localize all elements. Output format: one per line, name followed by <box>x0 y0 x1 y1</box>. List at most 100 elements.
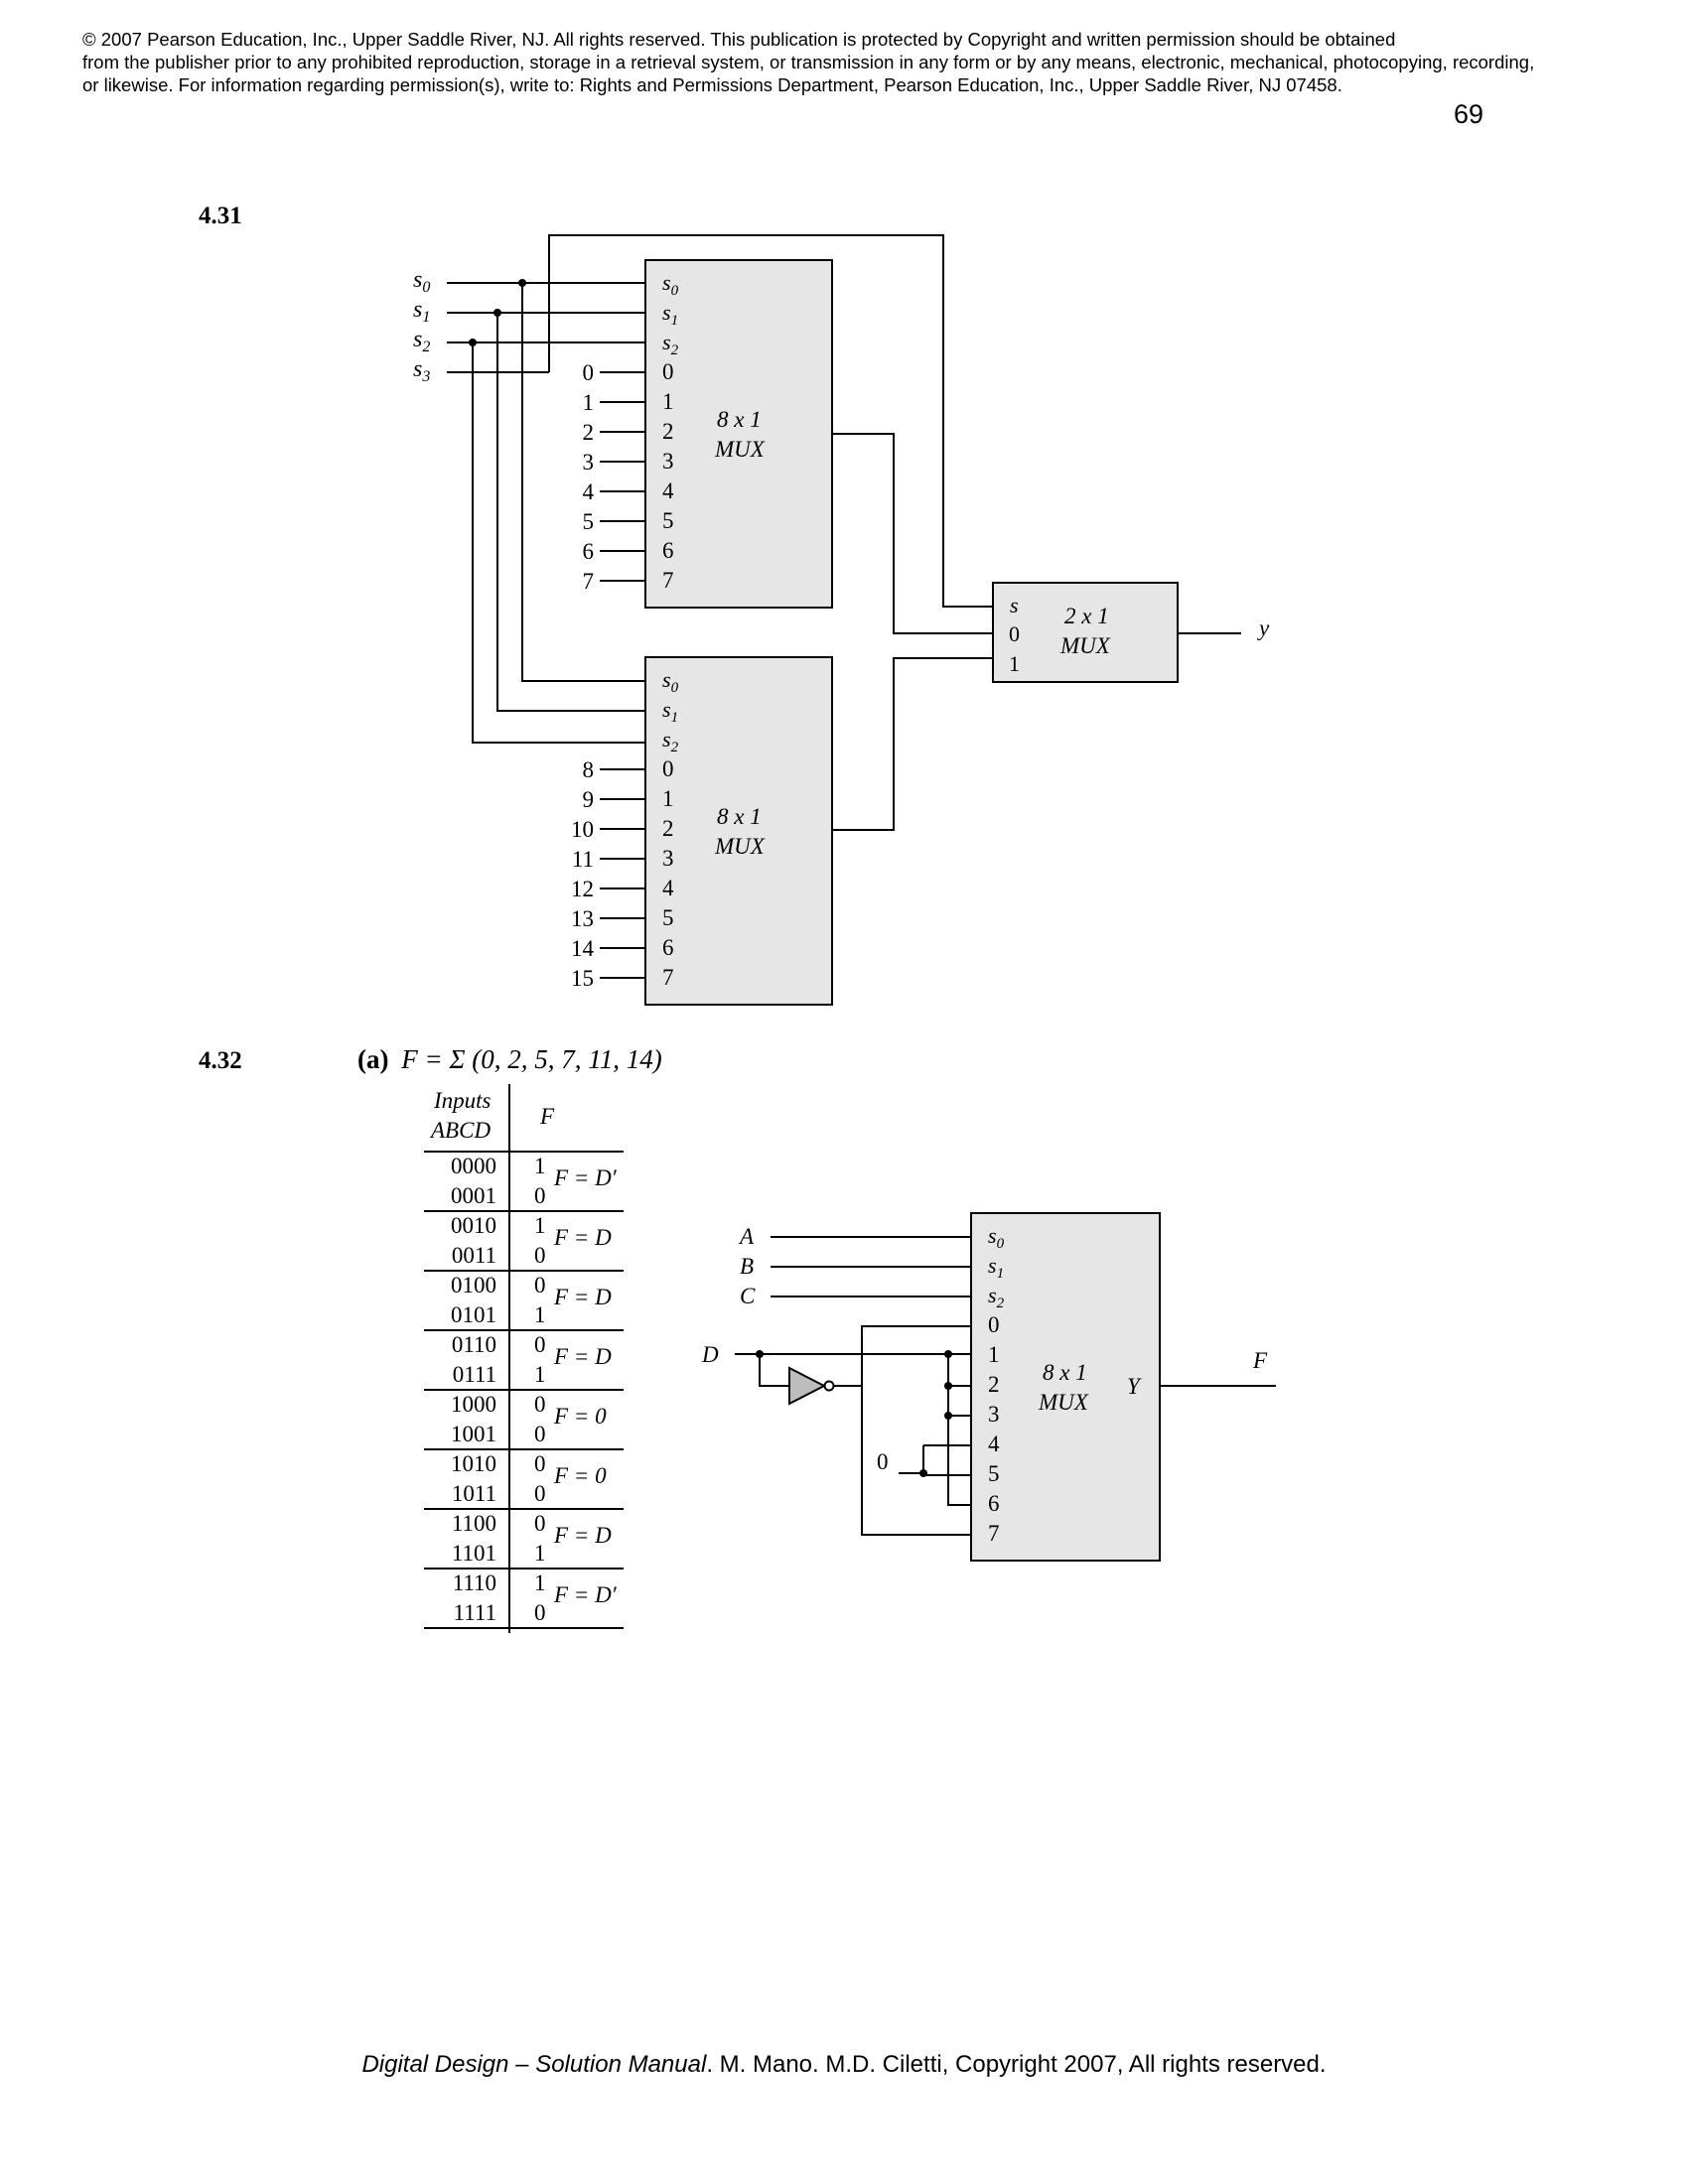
input-label-4: 12 <box>571 877 594 901</box>
mux-select-pin-s2-subscript: 2 <box>671 342 679 358</box>
mux-2x1-block <box>992 582 1179 683</box>
footer-book-title: Digital Design – Solution Manual <box>361 2051 707 2078</box>
mux-data-pin-6: 6 <box>662 935 674 960</box>
input-label-2: 2 <box>583 420 595 445</box>
table-row-inputs: 0100 <box>451 1273 496 1297</box>
mux-select-pin-s2-subscript: 2 <box>671 740 679 755</box>
mux-2x1-label-size: 2 x 1 <box>1064 604 1109 628</box>
wire-s2-bottom <box>472 342 645 744</box>
mux-data-pin-5: 5 <box>662 508 674 533</box>
output-f-label: F <box>1252 1348 1268 1373</box>
inverter-bubble <box>823 1380 835 1392</box>
part-label: (a) <box>357 1044 388 1074</box>
mux-data-pin-0: 0 <box>662 756 674 781</box>
mux-data-pin-1: 1 <box>662 389 674 414</box>
mux-select-pin-s0-subscript: 0 <box>671 283 679 299</box>
mux-select-pin-s1-letter: s <box>662 697 671 722</box>
mux-select-pin-s1-subscript: 1 <box>671 313 679 329</box>
footer-rest: . M. Mano. M.D. Ciletti, Copyright 2007,… <box>706 2051 1327 2078</box>
mux-select-pin-s0-subscript: 0 <box>671 680 679 696</box>
mux-432-label-type: MUX <box>1038 1390 1089 1415</box>
wire-s1-bottom <box>496 313 645 712</box>
mux-select-pin-s0-letter: s <box>662 667 671 692</box>
mux-select-pin-s0: s0 <box>662 270 679 299</box>
junction-dot <box>493 309 501 317</box>
mux-select-pin-s0-letter: s <box>662 270 671 295</box>
table-row-f: 1 <box>534 1570 546 1595</box>
table-row-inputs: 0001 <box>451 1183 496 1208</box>
wire-d-to-inverter <box>759 1354 789 1387</box>
table-row-inputs: 0111 <box>453 1362 496 1387</box>
copyright-line-1: © 2007 Pearson Education, Inc., Upper Sa… <box>82 29 1396 50</box>
table-row-inputs: 0101 <box>451 1302 496 1327</box>
mux-432-data-pin-5: 5 <box>988 1461 1000 1486</box>
mux-432-data-pin-7: 7 <box>988 1521 1000 1546</box>
input-label-5: 5 <box>583 509 595 534</box>
table-row-f: 0 <box>534 1481 546 1506</box>
table-row-f: 0 <box>534 1422 546 1446</box>
circuit-input-label-2: C <box>740 1284 756 1308</box>
select-label-s0-subscript: 0 <box>422 279 430 296</box>
table-row-f: 0 <box>534 1273 546 1297</box>
select-label-s1: s1 <box>413 297 430 326</box>
mux-data-pin-2: 2 <box>662 816 674 841</box>
circuit-input-label-0: A <box>738 1224 755 1249</box>
function-definition: F = Σ (0, 2, 5, 7, 11, 14) <box>400 1044 662 1074</box>
mux-432-select-pin-s2-letter: s <box>988 1283 997 1307</box>
table-pair-result: F = D <box>553 1225 612 1250</box>
mux-top-label-type: MUX <box>714 437 766 462</box>
select-label-s3-letter: s <box>413 356 422 382</box>
constant-zero-label: 0 <box>877 1449 889 1474</box>
wire-s0-bottom <box>521 283 645 682</box>
mux-select-pin-s2: s2 <box>662 330 679 358</box>
table-row-f: 1 <box>534 1213 546 1238</box>
table-row-inputs: 0110 <box>452 1332 496 1357</box>
wire-d-bus <box>947 1354 971 1506</box>
table-row-inputs: 1110 <box>453 1570 496 1595</box>
mux-data-pin-4: 4 <box>662 478 674 503</box>
mux-432-select-pin-s1-letter: s <box>988 1253 997 1278</box>
circuit-432 <box>735 1236 1276 1536</box>
inverter-gate <box>788 1366 827 1406</box>
mux-2x1-pin-0: 0 <box>1009 621 1020 646</box>
table-pair-result: F = 0 <box>553 1404 607 1429</box>
mux-bottom-block <box>644 656 833 1006</box>
page-number: 69 <box>1453 99 1483 129</box>
table-row-f: 1 <box>534 1541 546 1566</box>
wire-dprime-to-pin0 <box>861 1325 971 1386</box>
wire-s3-to-2x1 <box>548 234 993 608</box>
table-row-f: 0 <box>534 1183 546 1208</box>
table-row-f: 0 <box>534 1511 546 1536</box>
table-row-inputs: 1000 <box>451 1392 496 1417</box>
mux-data-pin-5: 5 <box>662 905 674 930</box>
mux-432-data-pin-3: 3 <box>988 1402 1000 1427</box>
table-row-inputs: 1101 <box>452 1541 496 1566</box>
table-row-f: 0 <box>534 1243 546 1268</box>
table-row-inputs: 0000 <box>451 1154 496 1178</box>
table-row-inputs: 1100 <box>452 1511 496 1536</box>
select-label-s2-subscript: 2 <box>422 339 430 355</box>
mux-432-block <box>970 1212 1161 1562</box>
mux-432-select-pin-s2-subscript: 2 <box>997 1296 1005 1311</box>
mux-432-data-pin-6: 6 <box>988 1491 1000 1516</box>
table-row-inputs: 1111 <box>454 1600 496 1625</box>
table-row-inputs: 1001 <box>451 1422 496 1446</box>
table-row-inputs: 0011 <box>452 1243 496 1268</box>
mux-432-select-pin-s2: s2 <box>988 1283 1005 1311</box>
mux-data-pin-0: 0 <box>662 359 674 384</box>
mux-select-pin-s1: s1 <box>662 300 678 329</box>
junction-dot <box>756 1350 764 1358</box>
table-row-inputs: 0010 <box>451 1213 496 1238</box>
table-row-f: 1 <box>534 1154 546 1178</box>
input-label-0: 0 <box>583 360 595 385</box>
mux-data-pin-4: 4 <box>662 876 674 900</box>
mux-432-data-pin-0: 0 <box>988 1312 1000 1337</box>
mux-bottom-label-type: MUX <box>714 834 766 859</box>
input-label-6: 14 <box>571 936 595 961</box>
mux-data-pin-6: 6 <box>662 538 674 563</box>
wire-bottom-mux-out <box>832 657 993 831</box>
